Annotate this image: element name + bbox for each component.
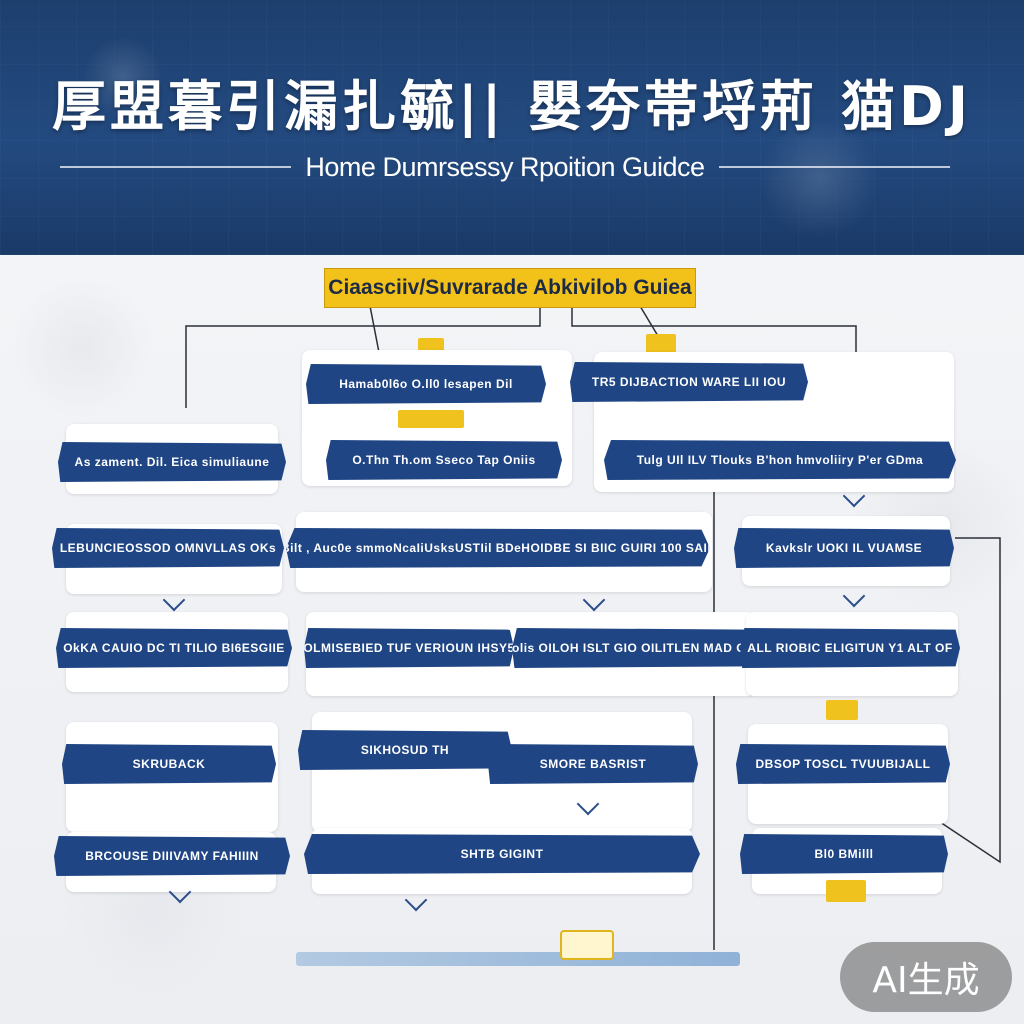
page-title: 厚盟暮引漏扎毓|| 嬰夯帯埒荊 猫DJ xyxy=(52,75,972,138)
card-accent-3 xyxy=(826,880,866,902)
node-sikhosud: SIKHOSUD TH xyxy=(298,730,512,770)
node-tulg: Tulg UIl ILV Tlouks B'hon hmvoliiry P'er… xyxy=(604,440,956,480)
card-accent-1 xyxy=(398,410,464,428)
node-all-riobic: ALL RIOBIC ELIGITUN Y1 ALT OF xyxy=(740,628,960,668)
node-lebunc: LEBUNCIEOSSOD OMNVLLAS OKs xyxy=(52,528,284,568)
root-accent-right xyxy=(646,334,676,356)
subtitle-divider-right xyxy=(718,166,950,168)
node-colis: Colis OILOH ISLT GIO OILITLEN MAD GOD xyxy=(512,628,756,668)
ai-generated-badge: AI生成 xyxy=(840,942,1012,1012)
subtitle-row: Home Dumrsessy Rpoition Guidce xyxy=(60,150,950,184)
timeline-marker-icon xyxy=(560,930,614,960)
node-kavkslr: Kavkslr UOKI IL VUAMSE xyxy=(734,528,954,568)
subtitle-divider-left xyxy=(60,166,292,168)
node-brcouse: BRCOUSE DIIIVAMY FAHIIIN xyxy=(54,836,290,876)
node-skruback: SKRUBACK xyxy=(62,744,276,784)
node-bilt: Bilt , Auc0e smmoNcaIiUsksUSTIil BDeHOID… xyxy=(286,528,710,568)
node-dbsop: DBSOP TOSCL TVUUBIJALL xyxy=(736,744,950,784)
card-accent-2 xyxy=(826,700,858,720)
node-dijbaction: TR5 DIJBACTION WARE LII IOU xyxy=(570,362,808,402)
root-node: Ciaasciiv/Suvrarade Abkivilob Guiea xyxy=(324,268,696,308)
node-othn: O.Thn Th.om Sseco Tap Oniis xyxy=(326,440,562,480)
header-banner: 厚盟暮引漏扎毓|| 嬰夯帯埒荊 猫DJ Home Dumrsessy Rpoit… xyxy=(0,0,1024,255)
node-hamab: Hamab0l6o O.ll0 lesapen Dil xyxy=(306,364,546,404)
node-as-zament: As zament. Dil. Eica simuliaune xyxy=(58,442,286,482)
header-background-pattern xyxy=(0,0,1024,255)
node-smore: SMORE BASRIST xyxy=(488,744,698,784)
timeline-bar xyxy=(296,952,740,966)
node-olmiseb: OLMISEBIED TUF VERIOUN IHSY5 xyxy=(304,628,514,668)
node-okka: OkKA CAUIO DC TI TILIO BI6ESGIIE xyxy=(56,628,292,668)
page-subtitle: Home Dumrsessy Rpoition Guidce xyxy=(305,151,705,182)
node-shtb: SHTB GIGINT xyxy=(304,834,700,874)
node-bl0: Bl0 BMilll xyxy=(740,834,948,874)
